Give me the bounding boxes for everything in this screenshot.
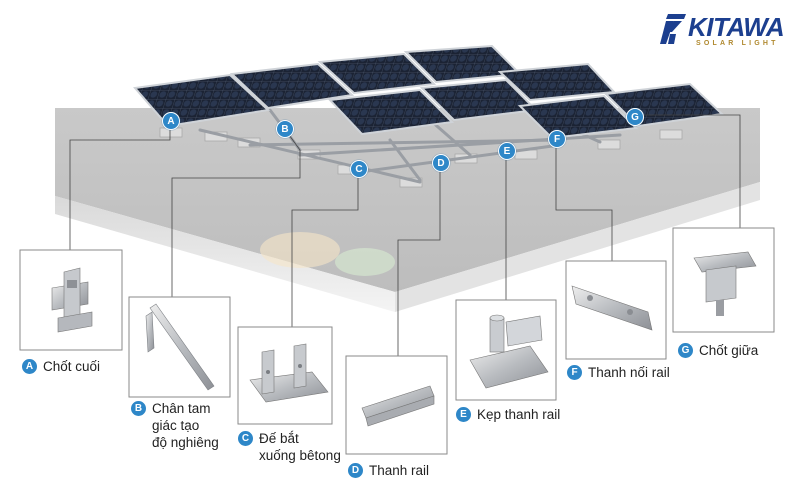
mounting-frame (198, 108, 622, 184)
badge-e: E (456, 407, 471, 422)
pin-a: A (162, 112, 180, 130)
label-rail-clamp: E Kẹp thanh rail (456, 406, 560, 423)
badge-a: A (22, 359, 37, 374)
badge-d: D (348, 463, 363, 478)
label-concrete-base-line2: xuống bêtong (259, 448, 341, 463)
label-rail: D Thanh rail (348, 462, 429, 479)
label-rail-connector-text: Thanh nối rail (588, 365, 670, 380)
label-rail-clamp-text: Kẹp thanh rail (477, 407, 561, 422)
pin-d: D (432, 154, 450, 172)
badge-f: F (567, 365, 582, 380)
label-triangle-leg-line3: độ nghiêng (152, 435, 219, 450)
label-concrete-base: C Đế bắt xuống bêtong (238, 430, 341, 464)
label-end-clamp: A Chốt cuối (22, 358, 100, 375)
brand-tagline: SOLAR LIGHT (696, 40, 779, 47)
pin-c: C (350, 160, 368, 178)
badge-g: G (678, 343, 693, 358)
roof-slab (55, 108, 760, 312)
rail-illustration (345, 355, 448, 455)
badge-b: B (131, 401, 146, 416)
label-triangle-leg: B Chân tam giác tạo độ nghiêng (131, 400, 219, 451)
label-triangle-leg-line2: giác tạo (152, 418, 200, 433)
pin-b: B (276, 120, 294, 138)
pin-g: G (626, 108, 644, 126)
pin-f: F (548, 130, 566, 148)
label-end-clamp-text: Chốt cuối (43, 359, 101, 374)
triangle-leg-illustration (128, 296, 231, 398)
concrete-base-illustration (237, 326, 333, 425)
mid-clamp-illustration (672, 227, 775, 333)
brand-name: KITAWA (688, 12, 785, 42)
pin-e: E (498, 142, 516, 160)
kitawa-logo-mark (660, 14, 686, 44)
kitawa-logo: KITAWA SOLAR LIGHT (660, 10, 792, 52)
badge-c: C (238, 431, 253, 446)
rail-clamp-illustration (455, 299, 557, 401)
label-rail-text: Thanh rail (369, 463, 430, 478)
label-rail-connector: F Thanh nối rail (567, 364, 670, 381)
label-concrete-base-line1: Đế bắt (259, 431, 299, 446)
label-triangle-leg-line1: Chân tam (152, 401, 211, 416)
end-clamp-illustration (19, 249, 123, 351)
label-mid-clamp: G Chốt giữa (678, 342, 758, 359)
label-mid-clamp-text: Chốt giữa (699, 343, 759, 358)
leader-lines (69, 114, 741, 356)
rail-connector-illustration (565, 260, 667, 360)
